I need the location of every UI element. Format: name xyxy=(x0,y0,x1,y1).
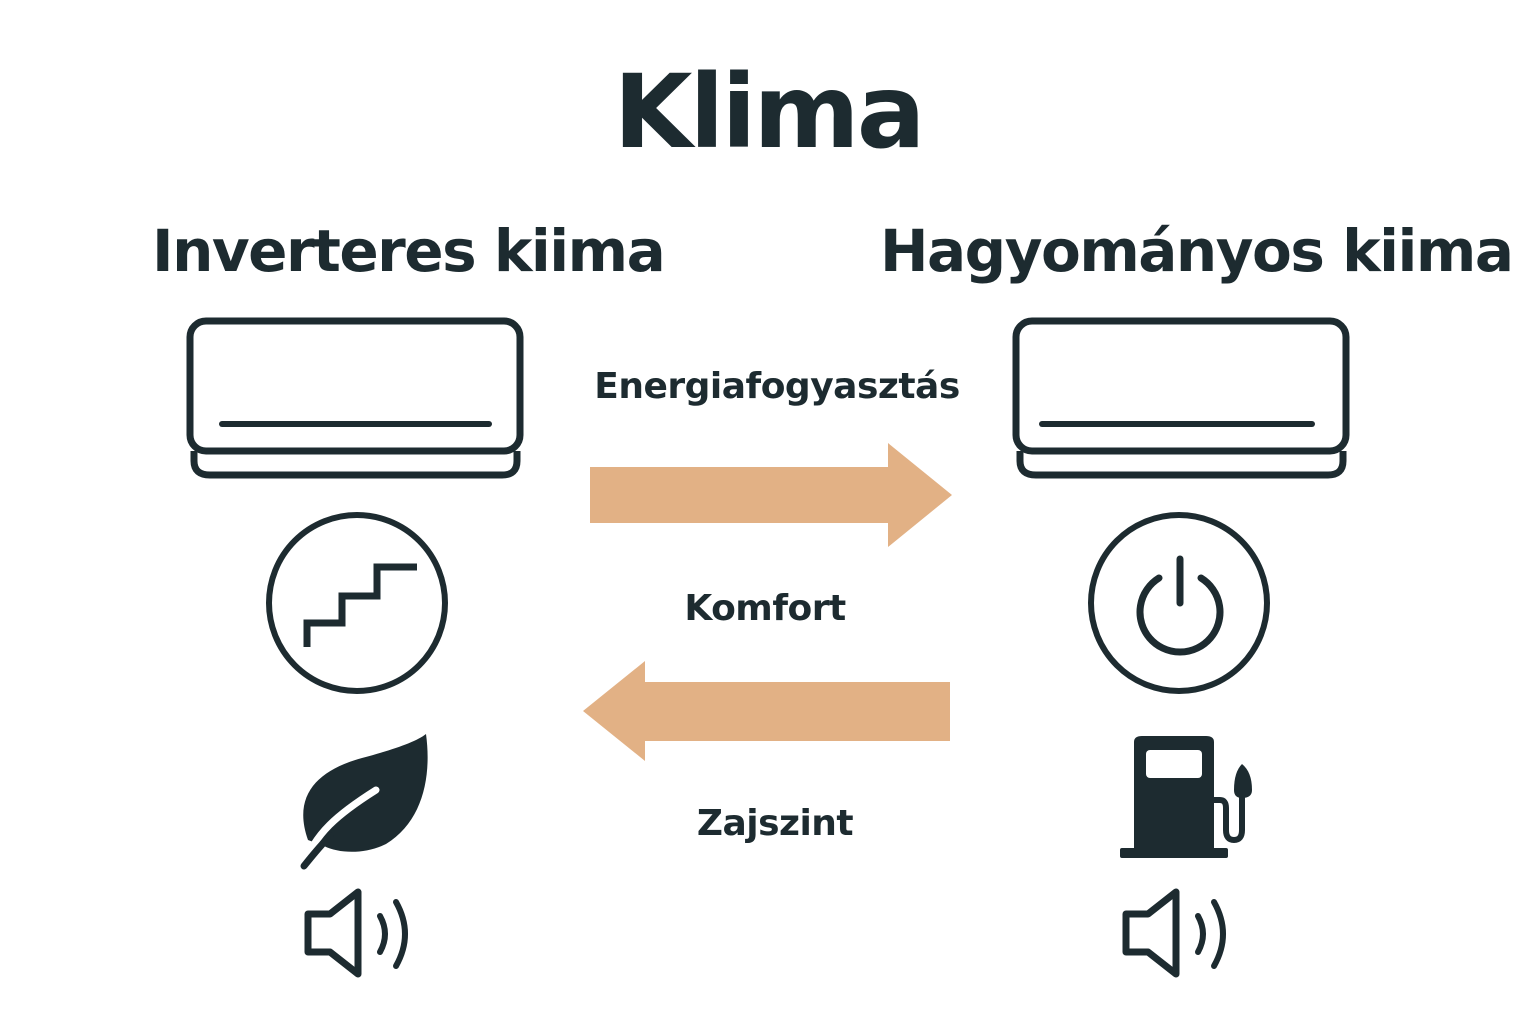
arrow-right-icon xyxy=(590,443,952,547)
noise-level-label: Zajszint xyxy=(696,803,854,844)
arrow-left-icon xyxy=(583,661,950,761)
speaker-icon xyxy=(1122,888,1226,978)
inverter-column-title: Inverteres kiima xyxy=(152,217,666,285)
speaker-icon xyxy=(304,888,408,978)
main-title: Klima xyxy=(613,53,925,172)
conventional-column-title: Hagyományos kiima xyxy=(880,217,1514,285)
air-conditioner-icon xyxy=(1012,317,1350,479)
energy-consumption-label: Energiafogyasztás xyxy=(594,366,960,407)
power-icon xyxy=(1088,512,1270,694)
comfort-label: Komfort xyxy=(684,588,846,629)
fuel-pump-icon xyxy=(1120,736,1252,858)
leaf-icon xyxy=(300,734,428,870)
air-conditioner-icon xyxy=(186,317,524,479)
stairs-icon xyxy=(266,512,448,694)
